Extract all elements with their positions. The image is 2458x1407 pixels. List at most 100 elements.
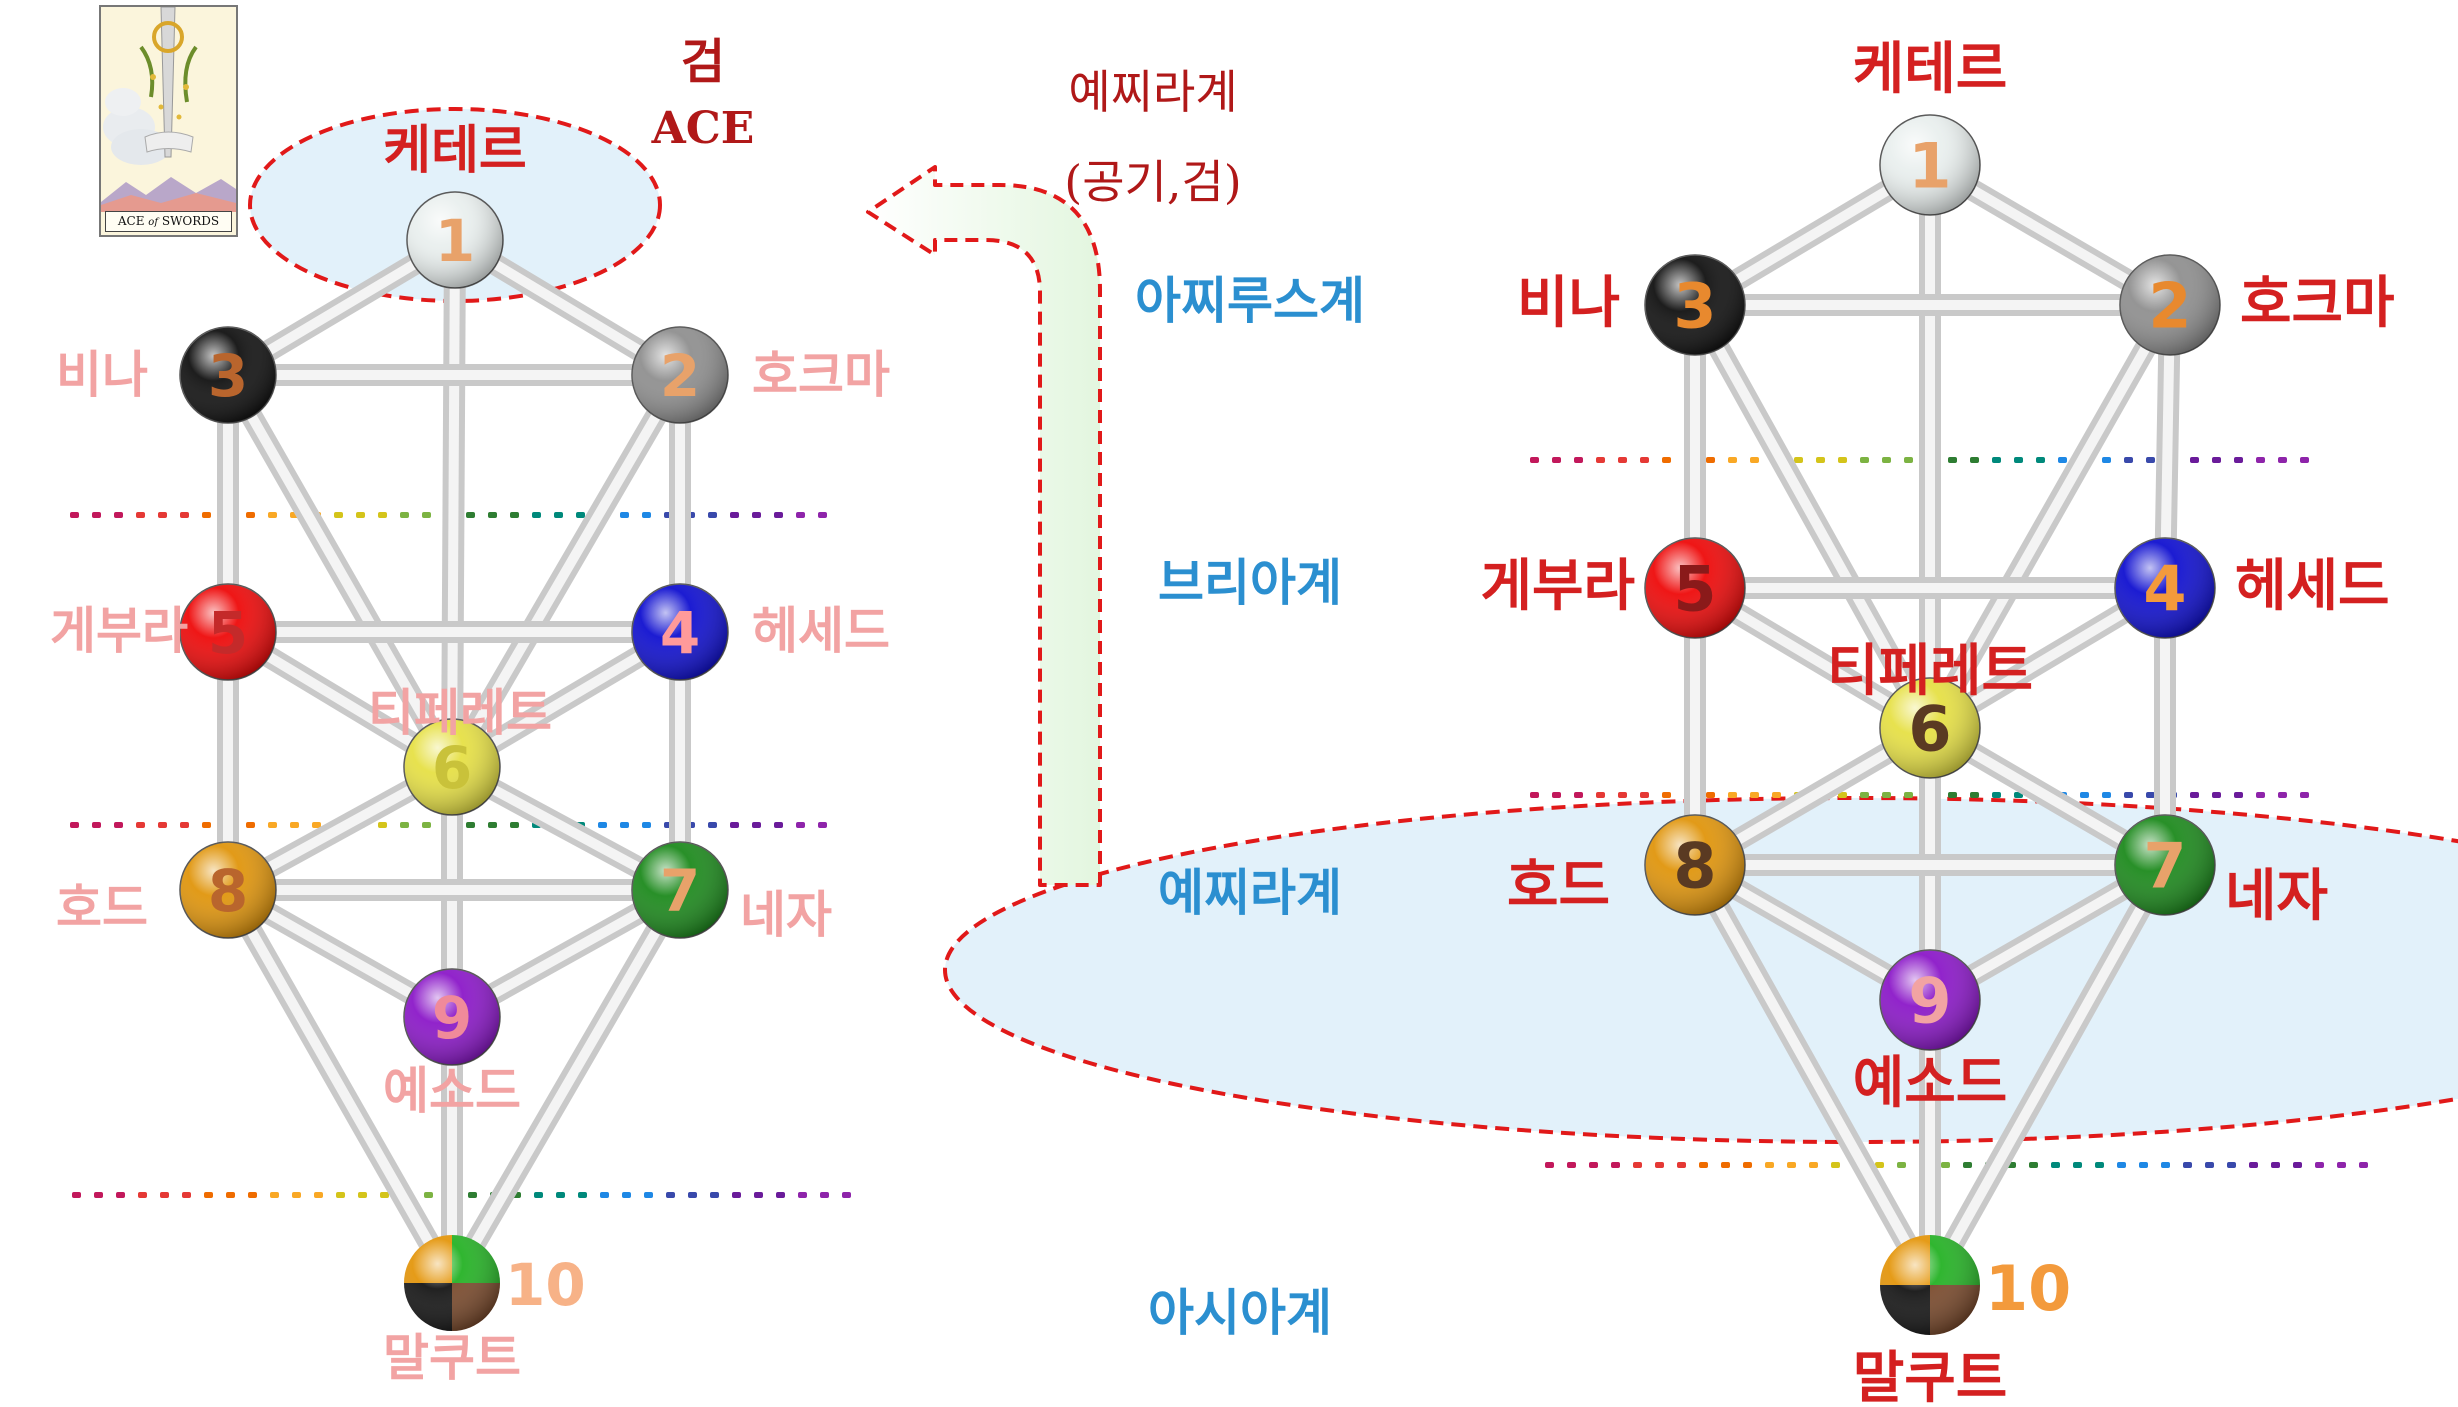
left-sephirah-name-5: 게부라	[50, 602, 188, 660]
divider-dash	[730, 512, 739, 518]
left-sephirah-1: 1	[406, 191, 504, 289]
divider-dash	[1574, 457, 1583, 463]
divider-dash	[1838, 792, 1847, 798]
divider-dash	[1640, 457, 1649, 463]
divider-dash	[1904, 457, 1913, 463]
divider-dash	[2278, 792, 2287, 798]
divider-dash	[158, 822, 167, 828]
left-sephirah-number-7: 7	[660, 857, 700, 925]
right-sephirah-name-6: 티페레트	[1827, 639, 2033, 704]
divider-dash	[1633, 1162, 1642, 1168]
divider-dash	[1816, 457, 1825, 463]
sphere-shade	[1880, 115, 1980, 215]
divider-dash	[2117, 1162, 2126, 1168]
left-sephirah-number-5: 5	[208, 599, 248, 667]
sphere-shade	[1880, 1235, 1980, 1335]
right-sephirah-number-10: 10	[1985, 1252, 2071, 1325]
ace-of-swords-card: ACE of SWORDS	[99, 5, 238, 237]
divider-dash	[642, 822, 651, 828]
divider-dash	[114, 822, 123, 828]
divider-dash	[114, 512, 123, 518]
left-sephirah-number-4: 4	[660, 599, 700, 667]
divider-dash	[400, 512, 409, 518]
divider-dash	[248, 1192, 257, 1198]
divider-dash	[2183, 1162, 2192, 1168]
sphere-shade	[1645, 538, 1745, 638]
divider-dash	[2014, 457, 2023, 463]
left-sephirah-number-6: 6	[432, 734, 472, 802]
left-path-highlight-1-6	[447, 235, 460, 772]
annotation-world: 예찌라계	[1068, 65, 1237, 119]
left-sephirah-7: 7	[631, 841, 729, 939]
divider-dash	[2058, 457, 2067, 463]
right-sephirah-9: 9	[1879, 949, 1981, 1051]
right-path-highlight-3-6	[1690, 300, 1935, 733]
sphere-shade	[404, 719, 500, 815]
divider-dash	[2234, 457, 2243, 463]
sphere-shade	[1880, 950, 1980, 1050]
divider-dash	[1596, 792, 1605, 798]
divider-dash	[510, 822, 519, 828]
divider-dash	[2300, 792, 2309, 798]
divider-dash	[2146, 457, 2155, 463]
divider-dash	[160, 1192, 169, 1198]
right-sephirah-name-9: 예소드	[1853, 1051, 2008, 1116]
left-sephirah-name-1: 케테르	[383, 121, 527, 181]
divider-dash	[202, 822, 211, 828]
divider-dash	[1750, 457, 1759, 463]
divider-dash	[270, 1192, 279, 1198]
divider-dash	[732, 1192, 741, 1198]
divider-dash	[2227, 1162, 2236, 1168]
divider-dash	[2080, 792, 2089, 798]
divider-dash	[92, 512, 101, 518]
divider-dash	[380, 1192, 389, 1198]
sphere-shade	[2115, 538, 2215, 638]
divider-dash	[598, 822, 607, 828]
left-sephirah-2: 2	[631, 326, 729, 424]
left-sephirah-name-4: 헤세드	[752, 602, 890, 660]
sphere-shade	[180, 842, 276, 938]
divider-dash	[1596, 457, 1605, 463]
divider-dash	[72, 1192, 81, 1198]
divider-dash	[336, 1192, 345, 1198]
divider-dash	[1640, 792, 1649, 798]
divider-dash	[1970, 457, 1979, 463]
divider-dash	[1860, 792, 1869, 798]
divider-dash	[246, 822, 255, 828]
divider-dash	[1831, 1162, 1840, 1168]
divider-dash	[2161, 1162, 2170, 1168]
divider-dash	[204, 1192, 213, 1198]
divider-dash	[1904, 792, 1913, 798]
left-sephirah-number-3: 3	[208, 342, 248, 410]
left-path-highlight-7-10	[447, 885, 685, 1288]
divider-dash	[268, 822, 277, 828]
divider-dash	[1882, 457, 1891, 463]
divider-dash	[356, 512, 365, 518]
card-illustration	[101, 7, 236, 235]
divider-dash	[2036, 457, 2045, 463]
divider-dash	[1897, 1162, 1906, 1168]
divider-dash	[622, 1192, 631, 1198]
card-caption-of: of	[148, 217, 159, 228]
divider-dash	[620, 822, 629, 828]
left-sephirah-5: 5	[179, 583, 277, 681]
right-sephirah-2: 2	[2119, 254, 2221, 356]
left-sephirah-6: 6	[403, 718, 501, 816]
left-sephirah-number-9: 9	[432, 984, 472, 1052]
divider-dash	[1882, 792, 1891, 798]
divider-dash	[1567, 1162, 1576, 1168]
right-sephirah-8: 8	[1644, 814, 1746, 916]
divider-dash	[378, 512, 387, 518]
divider-dash	[2139, 1162, 2148, 1168]
divider-dash	[358, 1192, 367, 1198]
divider-dash	[466, 822, 475, 828]
world-label-briah: 브리아계	[1158, 554, 1342, 612]
divider-dash	[136, 512, 145, 518]
left-sephirah-number-10: 10	[505, 1251, 586, 1319]
ascend-arrow	[866, 165, 1102, 887]
divider-dash	[1611, 1162, 1620, 1168]
divider-dash	[422, 512, 431, 518]
divider-dash	[1787, 1162, 1796, 1168]
divider-dash	[2073, 1162, 2082, 1168]
divider-dash	[1589, 1162, 1598, 1168]
